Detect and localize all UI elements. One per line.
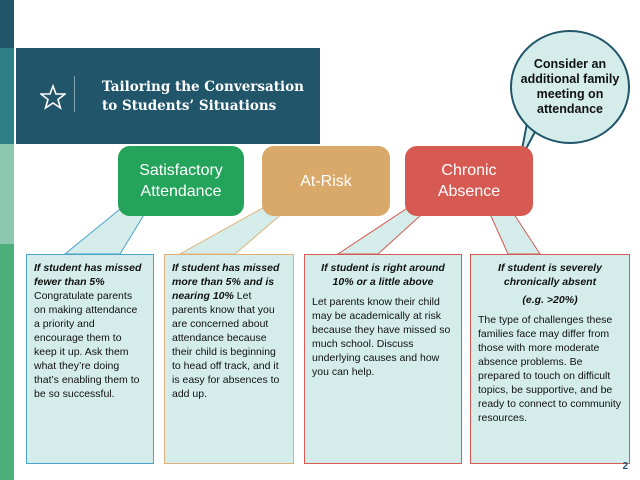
box-severe-lead: If student is severely chronically absen…: [498, 262, 602, 288]
box-severe-sub: (e.g. >20%): [522, 294, 578, 306]
left-stripe-bottom: [0, 244, 14, 480]
pill-satisfactory-label: Satisfactory Attendance: [139, 162, 223, 200]
header-divider: [74, 76, 75, 112]
box-at-risk-body: Let parents know that you are concerned …: [172, 290, 280, 400]
box-at-risk-lead: If student has missed more than 5% and i…: [172, 262, 280, 302]
box-satisfactory: If student has missed fewer than 5% Cong…: [26, 254, 154, 464]
page-number: 2: [622, 461, 628, 472]
pill-at-risk-label: At-Risk: [300, 172, 352, 190]
box-around-10-lead: If student is right around 10% or a litt…: [321, 262, 445, 288]
star-icon: [40, 84, 66, 110]
box-severe: If student is severely chronically absen…: [470, 254, 630, 464]
pill-chronic-label: Chronic Absence: [437, 162, 501, 200]
box-severe-body: The type of challenges these families fa…: [478, 314, 621, 424]
header-banner: Tailoring the Conversation to Students’ …: [16, 48, 320, 144]
box-satisfactory-lead: If student has missed fewer than 5%: [34, 262, 142, 288]
callout-text: Consider an additional family meeting on…: [520, 57, 620, 116]
box-satisfactory-body: Congratulate parents on making attendanc…: [34, 290, 140, 400]
left-stripe-top: [0, 0, 14, 48]
box-around-10: If student is right around 10% or a litt…: [304, 254, 462, 464]
box-around-10-body: Let parents know their child may be acad…: [312, 296, 451, 378]
box-at-risk: If student has missed more than 5% and i…: [164, 254, 294, 464]
pill-chronic: Chronic Absence: [405, 146, 533, 216]
pill-at-risk: At-Risk: [262, 146, 390, 216]
page-title: Tailoring the Conversation to Students’ …: [102, 79, 304, 114]
pill-satisfactory: Satisfactory Attendance: [118, 146, 244, 216]
left-stripe-mid: [0, 48, 14, 144]
callout-bubble: Consider an additional family meeting on…: [510, 30, 630, 144]
left-stripe-light: [0, 144, 14, 244]
